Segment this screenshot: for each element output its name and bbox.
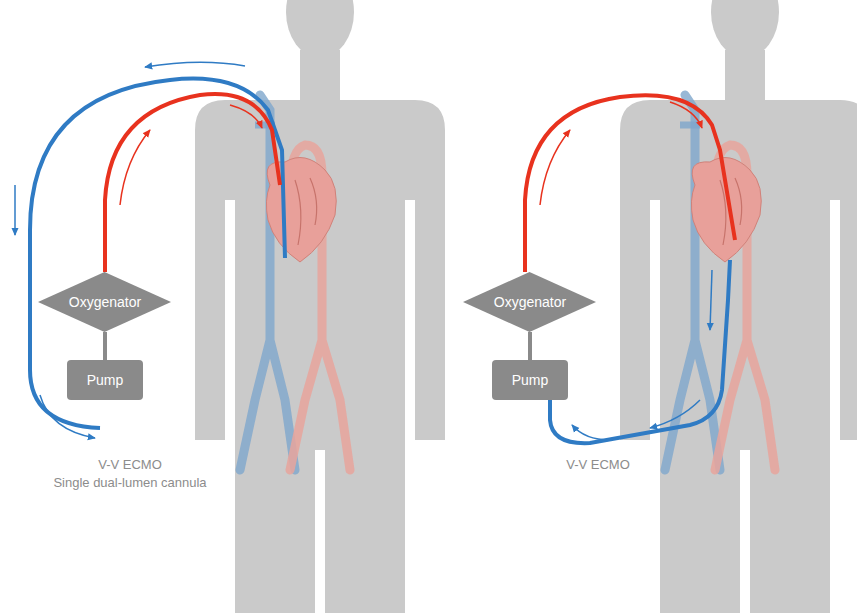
tube-connector xyxy=(528,332,532,360)
pump-box: Pump xyxy=(67,360,143,400)
oxygenator-diamond: Oxygenator xyxy=(38,272,171,332)
node-text: Pump xyxy=(512,372,549,388)
caption-label: Single dual-lumen cannula xyxy=(53,475,206,490)
oxygenator-diamond: Oxygenator xyxy=(463,272,596,332)
caption-label: V-V ECMO xyxy=(566,457,630,472)
node-text: Pump xyxy=(87,372,124,388)
node-text: Oxygenator xyxy=(69,294,141,310)
node-text: Oxygenator xyxy=(494,294,566,310)
tube-connector xyxy=(103,332,107,360)
pump-box: Pump xyxy=(492,360,568,400)
caption-label: V-V ECMO xyxy=(98,457,162,472)
